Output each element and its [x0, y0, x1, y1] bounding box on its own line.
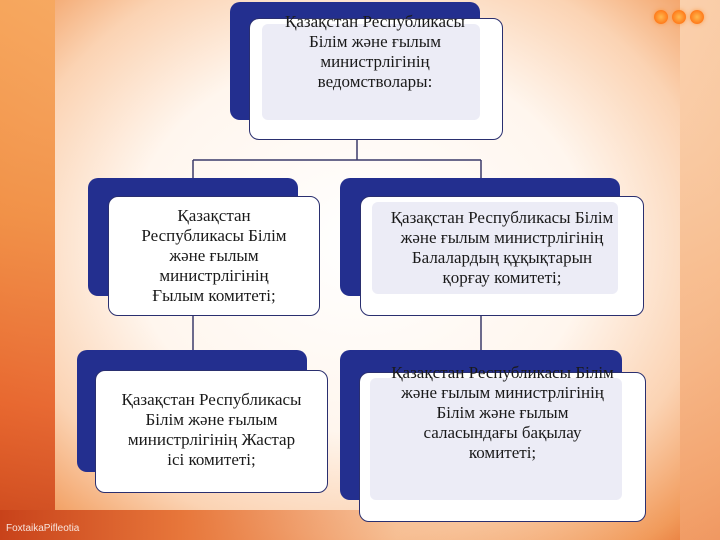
- science-committee-text: Қазақстан Республикасы Білім және ғылым …: [110, 202, 318, 310]
- watermark-logo: FoxtaikaPifleotia: [6, 523, 79, 534]
- root-node-text: Қазақстан Республикасы Білім және ғылым …: [255, 0, 495, 104]
- control-committee-text: Қазақстан Республикасы Білім және ғылым …: [362, 354, 643, 472]
- youth-committee-text: Қазақстан Республикасы Білім және ғылым …: [97, 376, 326, 484]
- children-rights-committee-text: Қазақстан Республикасы Білім және ғылым …: [362, 200, 642, 296]
